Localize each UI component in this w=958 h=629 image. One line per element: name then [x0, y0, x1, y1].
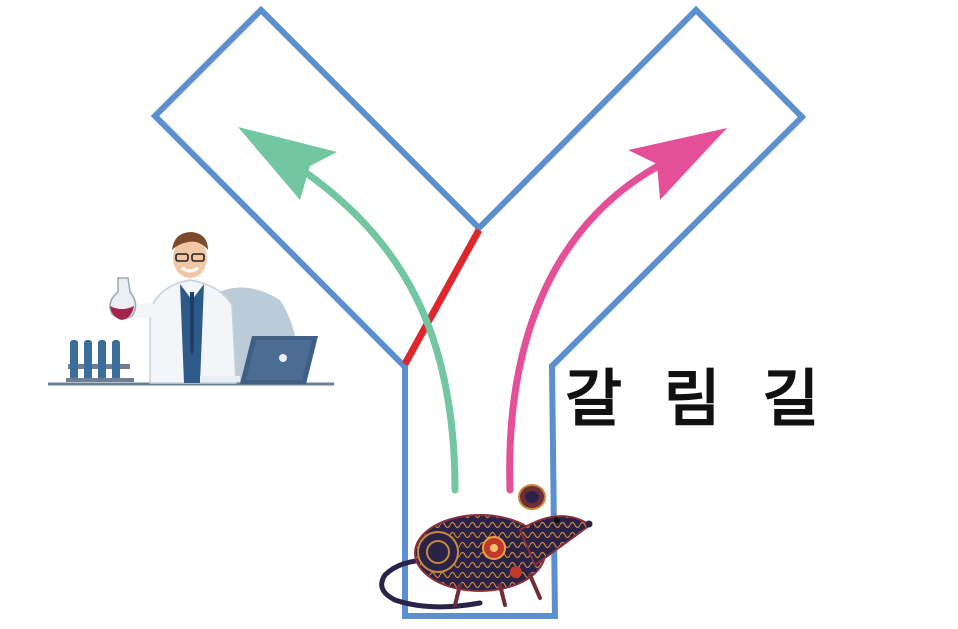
fork-caption: 갈 림 길 — [565, 362, 830, 435]
mouse-illustration — [379, 484, 593, 610]
right-arrowhead — [628, 128, 727, 200]
left-arrow-path — [301, 168, 459, 494]
left-arrowhead — [238, 127, 337, 200]
right-arrow-path — [506, 161, 664, 494]
scientist-illustration — [48, 232, 334, 386]
barrier-line — [401, 228, 483, 366]
maze-outline — [150, 5, 807, 619]
